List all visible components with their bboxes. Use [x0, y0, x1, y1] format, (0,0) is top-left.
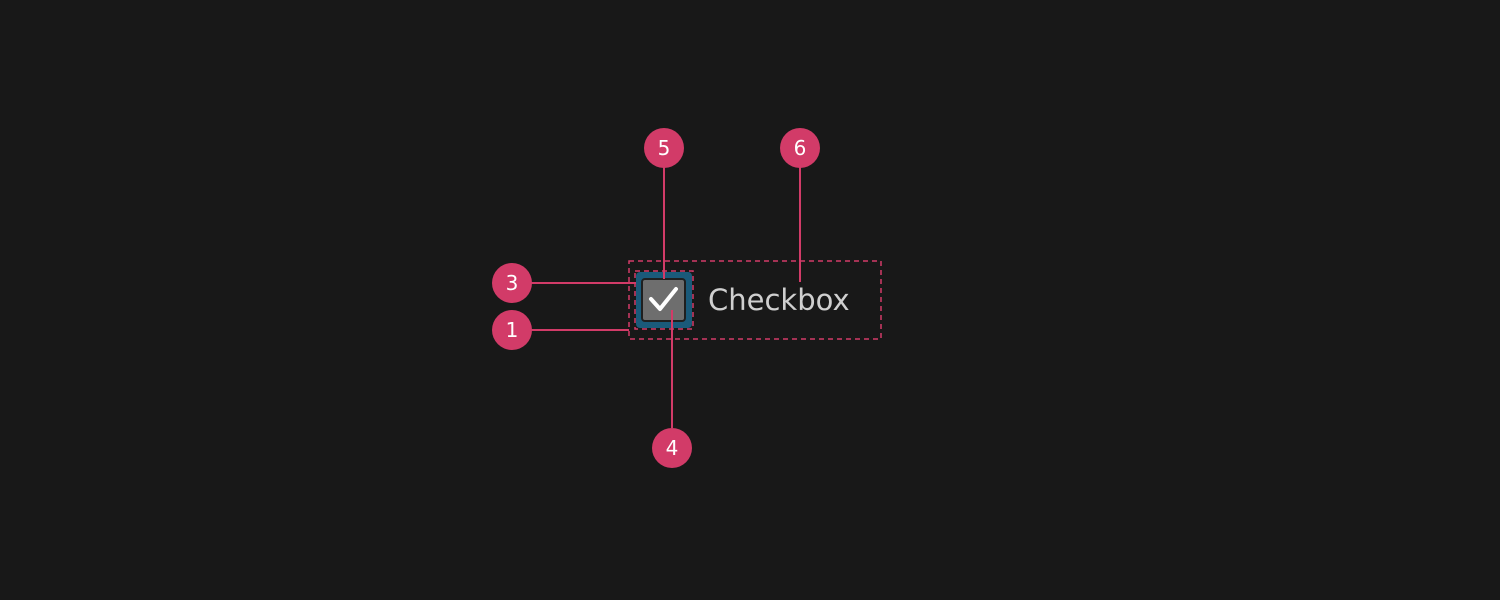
callout-1: 1: [492, 310, 532, 350]
callout-5: 5: [644, 128, 684, 168]
callout-6: 6: [780, 128, 820, 168]
callout-4: 4: [652, 428, 692, 468]
check-icon: [649, 287, 678, 311]
callout-number: 6: [794, 136, 807, 160]
callout-marker: [652, 428, 692, 468]
callout-marker: [780, 128, 820, 168]
callout-number: 5: [658, 136, 671, 160]
callout-marker: [644, 128, 684, 168]
checkbox-label[interactable]: Checkbox: [708, 283, 850, 317]
leader-lines: [531, 167, 801, 428]
callout-marker: [492, 263, 532, 303]
callout-marker: [492, 310, 532, 350]
callout-number: 1: [506, 318, 519, 342]
callout-3: 3: [492, 263, 532, 303]
component-bounds: [628, 260, 882, 340]
checkbox-box[interactable]: [641, 278, 686, 322]
callout-number: 4: [666, 436, 679, 460]
callout-number: 3: [506, 271, 519, 295]
